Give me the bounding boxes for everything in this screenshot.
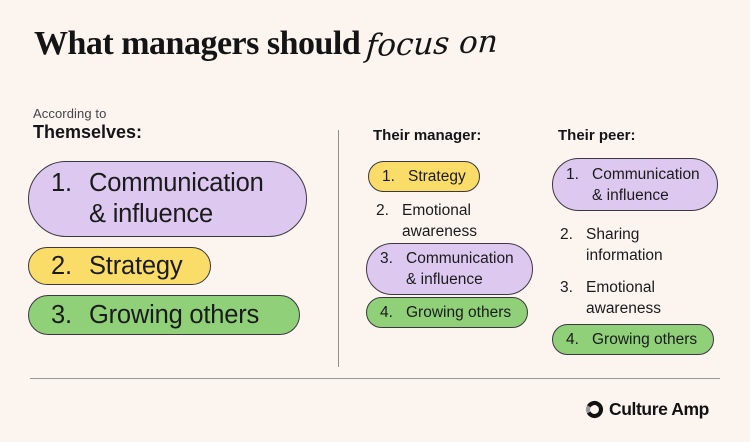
brand-wordmark: Culture Amp: [609, 399, 709, 419]
rank-label: Communication & influence: [592, 165, 700, 204]
rank-label: Strategy: [408, 168, 466, 185]
rank-item: 2. Strategy: [28, 247, 211, 285]
rank-label: Strategy: [89, 251, 183, 280]
rank-item: 4. Growing others: [552, 324, 714, 355]
rank-number: 2.: [51, 251, 72, 280]
rank-number: 2.: [376, 202, 389, 219]
rank-label: Emotional awareness: [402, 202, 477, 240]
column-peer-header: Their peer:: [558, 127, 636, 144]
rank-label: Growing others: [89, 300, 260, 329]
rank-number: 2.: [560, 226, 573, 243]
rank-number: 1.: [51, 169, 72, 197]
rank-item: 1. Communication & influence: [552, 158, 718, 211]
rank-number: 3.: [51, 300, 72, 329]
column-self-header: Themselves:: [33, 122, 143, 142]
rank-item: 1. Strategy: [368, 161, 480, 192]
rank-number: 3.: [380, 250, 393, 267]
brand-logo: Culture Amp: [585, 399, 709, 420]
rank-item: 3. Growing others: [28, 295, 300, 335]
rank-number: 3.: [560, 279, 573, 296]
rank-number: 1.: [382, 168, 395, 185]
column-manager-header: Their manager:: [373, 127, 482, 144]
rank-number: 4.: [380, 304, 393, 321]
vertical-divider: [338, 130, 339, 367]
rank-item: 1. Communication & influence: [28, 161, 307, 237]
culture-amp-logo-icon: [585, 400, 604, 419]
rank-label: Communication & influence: [89, 169, 264, 228]
rank-item: 3. Emotional awareness: [560, 277, 682, 319]
footer-divider: [30, 378, 720, 379]
rank-item: 2. Emotional awareness: [376, 200, 514, 242]
rank-label: Growing others: [406, 304, 512, 321]
rank-number: 4.: [566, 331, 579, 348]
rank-item: 4. Growing others: [366, 297, 528, 328]
rank-label: Emotional awareness: [586, 279, 661, 317]
column-self-eyebrow: According to: [33, 106, 107, 121]
page-title-accent: focus on: [365, 23, 500, 65]
page-title-main: What managers should: [34, 25, 361, 62]
rank-label: Sharing information: [586, 226, 663, 264]
rank-label: Communication & influence: [406, 250, 514, 288]
rank-item: 2. Sharing information: [560, 224, 682, 266]
rank-item: 3. Communication & influence: [366, 243, 533, 295]
rank-number: 1.: [566, 165, 579, 183]
rank-label: Growing others: [592, 331, 698, 348]
